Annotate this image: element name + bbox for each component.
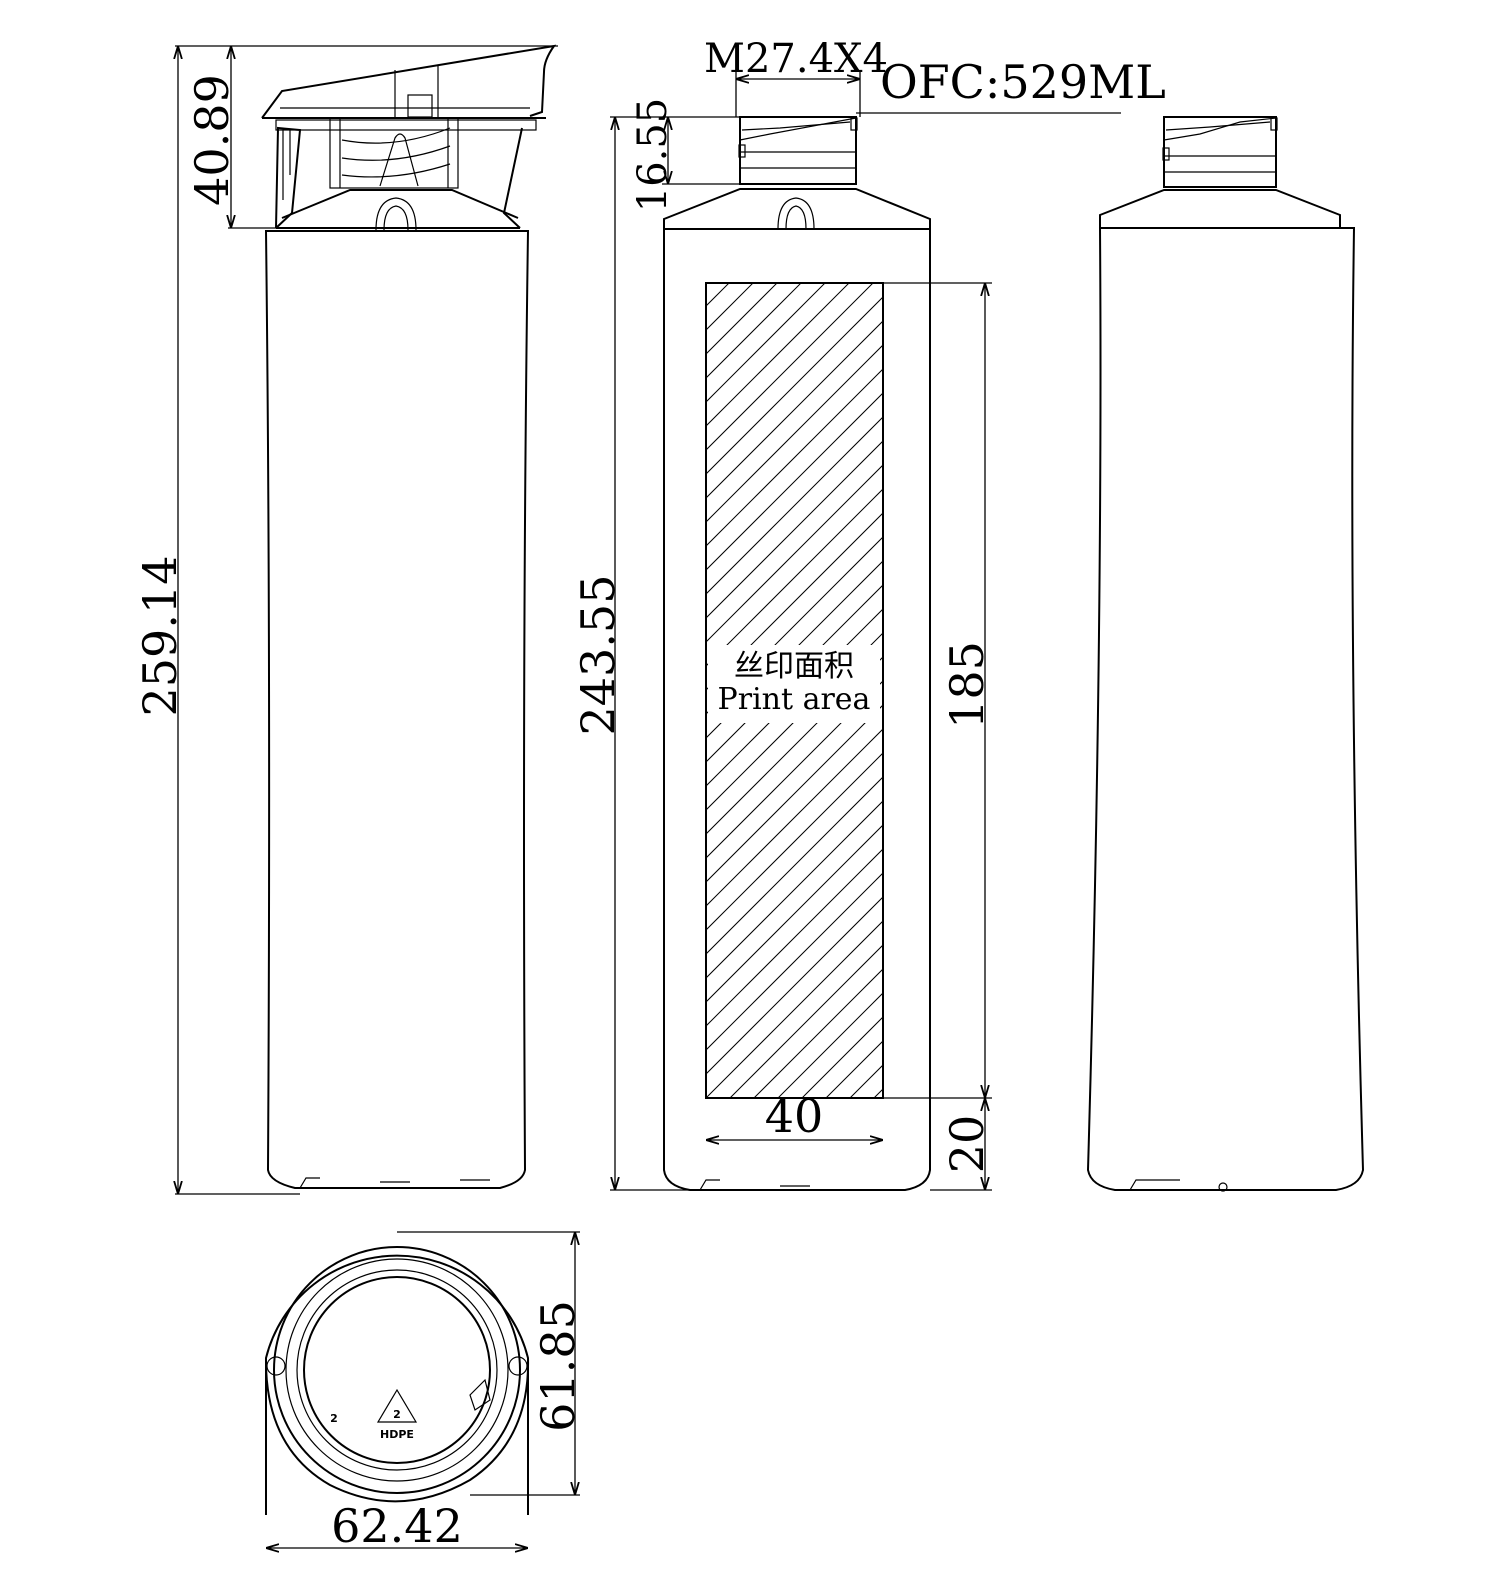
hatch-line [706,283,802,379]
hatch-line [1042,283,1500,1098]
hatch-line [777,992,883,1098]
hatch-line [706,800,883,979]
hatch-line [706,416,883,595]
hatch-line [706,283,850,427]
hatch-line [1474,283,1500,1098]
dim-bottom-width: 62.42 [331,1499,463,1553]
dim-bottom-depth: 61.85 [531,1300,585,1432]
hatch-line [706,848,883,1027]
hatch-line [1450,283,1500,1098]
hatch-line [1330,283,1500,1098]
hatch-line [706,283,874,451]
bottle-with-cap-view: 259.14 40.89 [133,44,558,1195]
hatch-line [0,283,657,1098]
bottle-side-view [1086,116,1365,1192]
hatch-line [1354,283,1500,1098]
hatch-line [706,824,883,1003]
hatch-line [1378,283,1500,1098]
hatch-line [1018,283,1500,1098]
bottle-print-area-view: 丝印面积 Print area M27.4X4 OFC:529ML 243.55… [0,36,1500,1191]
hatch-line [0,283,585,1098]
hatch-line [1402,283,1500,1098]
hatch-line [706,296,883,475]
hatch-line [1258,283,1500,1098]
dim-cap-height: 40.89 [185,74,239,206]
hatch-line [1426,283,1500,1098]
hatch-line [0,283,561,1098]
hatch-line [0,283,633,1098]
hatch-line [801,1016,883,1098]
dim-print-height: 185 [940,641,994,729]
bottle-bottom-view: 2 2 HDPE 61.85 62.42 [264,1231,585,1553]
hatch-line [1114,283,1500,1098]
hatch-line [1234,283,1500,1098]
hatch-line [706,920,883,1098]
hatch-line [706,368,883,547]
dim-neck-height: 16.55 [630,98,676,213]
hatch-line [706,283,754,331]
hatch-line [706,320,883,499]
hatch-line [994,283,1500,1098]
hatch-line [706,344,883,523]
print-area-label-en: Print area [718,682,871,717]
hatch-line [0,283,609,1098]
hatch-line [706,283,778,355]
hatch-line [706,392,883,571]
hatch-line [946,283,1500,1098]
hatch-line [922,283,1500,1098]
cavity-number: 2 [330,1412,338,1425]
print-area-label-cn: 丝印面积 [734,649,854,684]
thread-spec: M27.4X4 [704,36,888,82]
hatch-line [706,728,883,907]
hatch-line [1066,283,1500,1098]
hatch-line [706,440,883,619]
dim-print-offset: 20 [940,1115,994,1174]
recycle-material: HDPE [380,1428,414,1441]
hatch-line [1138,283,1500,1098]
hatch-line [1282,283,1500,1098]
hatch-line [729,944,883,1098]
hatch-line [825,1040,883,1098]
recycle-triangle-icon [376,1388,418,1423]
hatch-line [706,872,883,1051]
hatch-line [1186,283,1500,1098]
hatch-line [1090,283,1500,1098]
capacity-spec: OFC:529ML [880,55,1166,109]
dim-total-height: 259.14 [133,556,187,717]
hatch-line [1306,283,1500,1098]
recycle-code: 2 [393,1408,401,1421]
hatch-line [706,896,883,1075]
hatch-line [970,283,1500,1098]
dim-print-width: 40 [765,1089,824,1143]
hatch-line [1162,283,1500,1098]
dim-bottle-height: 243.55 [571,575,625,736]
hatch-line [1210,283,1500,1098]
